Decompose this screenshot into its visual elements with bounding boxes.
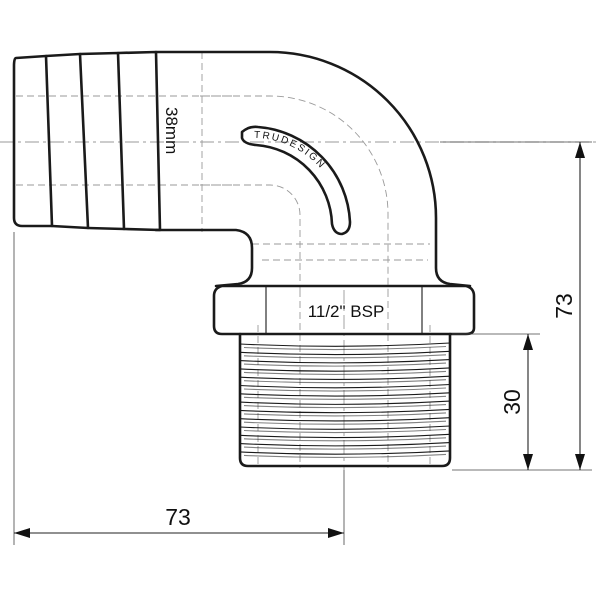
- width-dimension-value: 73: [165, 504, 191, 530]
- thread-root: [243, 345, 447, 351]
- hose-barb-2: [44, 52, 90, 230]
- brand-plate: [240, 125, 352, 236]
- thread-root: [243, 370, 447, 375]
- thread-crest: [239, 400, 451, 405]
- thread-root: [243, 420, 447, 425]
- male-thread: [238, 332, 452, 468]
- thread-crest: [239, 408, 451, 414]
- thread-crest: [239, 392, 451, 397]
- thread-root: [243, 362, 447, 367]
- height-arrow-bottom: [575, 454, 585, 470]
- hose-barb-1: [12, 54, 54, 228]
- thread-crest: [239, 342, 451, 347]
- hose-barb-4: [116, 50, 162, 232]
- thread-outline: [238, 332, 452, 468]
- thread-crest: [239, 433, 451, 439]
- thread-crest: [239, 359, 451, 364]
- thread-root: [243, 428, 447, 434]
- thread-crest: [239, 425, 451, 430]
- bore-hidden-arc-inner: [200, 184, 301, 290]
- thread-crest: [239, 350, 451, 356]
- width-arrow-right: [328, 528, 344, 538]
- thread-crest: [239, 417, 451, 422]
- thread-crest: [239, 442, 451, 447]
- thread-crest: [239, 450, 451, 455]
- bore-hidden-arc-outer: [200, 95, 389, 290]
- width-arrow-left: [14, 528, 30, 538]
- thread-root: [243, 354, 447, 359]
- elbow-body-outline: [154, 50, 472, 288]
- height-dimension-value: 73: [551, 293, 577, 319]
- thread-size-label: 11/2" BSP: [308, 302, 385, 321]
- thread-arrow-bottom: [523, 454, 533, 470]
- thread-crest: [239, 375, 451, 381]
- thread-root: [243, 404, 447, 409]
- thread-crest: [239, 367, 451, 372]
- thread-root: [243, 453, 447, 458]
- hose-size-label: 38mm: [162, 107, 181, 154]
- thread-root: [243, 387, 447, 392]
- thread-root: [243, 445, 447, 450]
- hose-barb-3: [78, 51, 126, 231]
- thread-root: [243, 395, 447, 400]
- thread-dimension-value: 30: [499, 389, 525, 415]
- thread-root: [243, 412, 447, 417]
- thread-crest: [239, 383, 451, 389]
- thread-arrow-top: [523, 334, 533, 350]
- height-arrow-top: [575, 142, 585, 158]
- thread-root: [243, 437, 447, 442]
- thread-root: [243, 379, 447, 384]
